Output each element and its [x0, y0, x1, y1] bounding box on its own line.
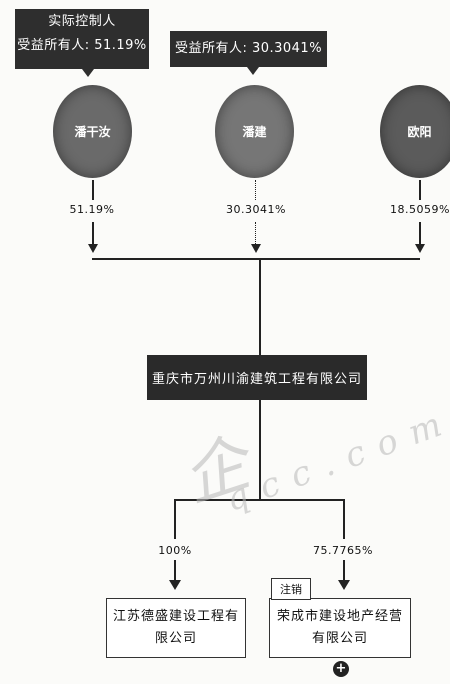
- shareholder-circle-3[interactable]: 欧阳: [380, 85, 450, 178]
- controller-tag-pointer: [82, 69, 94, 77]
- watermark-domain: qcc.com: [220, 400, 450, 520]
- shareholder-name-1: 潘干汝: [74, 125, 111, 139]
- center-company-box[interactable]: 重庆市万州川渝建筑工程有限公司: [147, 355, 367, 400]
- shareholder-circle-1[interactable]: 潘干汝: [53, 85, 132, 178]
- merge-line-bottom: [174, 499, 344, 501]
- connector-3b: [419, 222, 421, 244]
- trunk-top: [259, 258, 261, 355]
- controller-tag: 实际控制人 受益所有人: 51.19%: [15, 9, 149, 69]
- shareholder-circle-2[interactable]: 潘建: [215, 85, 294, 178]
- sub-connector-2b: [343, 560, 345, 580]
- sub-arrow-1: [169, 580, 181, 590]
- percent-1: 51.19%: [69, 203, 115, 216]
- subsidiary-1-line2: 限公司: [154, 631, 197, 646]
- second-beneficial-tag: 受益所有人: 30.3041%: [170, 31, 327, 67]
- sub-connector-1: [174, 499, 176, 539]
- connector-1: [92, 180, 94, 200]
- connector-3: [419, 180, 421, 200]
- subsidiary-box-1[interactable]: 江苏德盛建设工程有 限公司: [106, 598, 246, 658]
- second-beneficial-text: 受益所有人: 30.3041%: [174, 41, 323, 56]
- controller-label: 实际控制人: [48, 14, 116, 29]
- arrow-3: [415, 244, 425, 253]
- subsidiary-2-line1: 荣成市建设地产经营: [276, 609, 403, 624]
- status-badge: 注销: [271, 578, 311, 600]
- shareholder-name-3: 欧阳: [407, 125, 432, 139]
- percent-3: 18.5059%: [390, 203, 450, 216]
- merge-line-top: [92, 258, 420, 260]
- sub-percent-1: 100%: [158, 544, 192, 557]
- second-tag-pointer: [247, 67, 259, 75]
- shareholder-name-2: 潘建: [242, 125, 267, 139]
- center-company-name: 重庆市万州川渝建筑工程有限公司: [151, 372, 362, 387]
- connector-1b: [92, 222, 94, 244]
- trunk-bottom: [259, 400, 261, 500]
- status-badge-label: 注销: [280, 583, 302, 596]
- sub-arrow-2: [338, 580, 350, 590]
- connector-2b: [255, 222, 256, 244]
- arrow-1: [88, 244, 98, 253]
- arrow-2: [251, 244, 261, 253]
- connector-2: [255, 180, 256, 200]
- controller-beneficial: 受益所有人: 51.19%: [17, 38, 147, 53]
- sub-connector-1b: [174, 560, 176, 580]
- subsidiary-1-line1: 江苏德盛建设工程有: [112, 609, 239, 624]
- subsidiary-box-2[interactable]: 荣成市建设地产经营 有限公司: [269, 598, 411, 658]
- sub-connector-2: [343, 499, 345, 539]
- percent-2: 30.3041%: [226, 203, 286, 216]
- expand-plus-icon[interactable]: +: [333, 661, 349, 677]
- sub-percent-2: 75.7765%: [313, 544, 373, 557]
- subsidiary-2-line2: 有限公司: [311, 631, 368, 646]
